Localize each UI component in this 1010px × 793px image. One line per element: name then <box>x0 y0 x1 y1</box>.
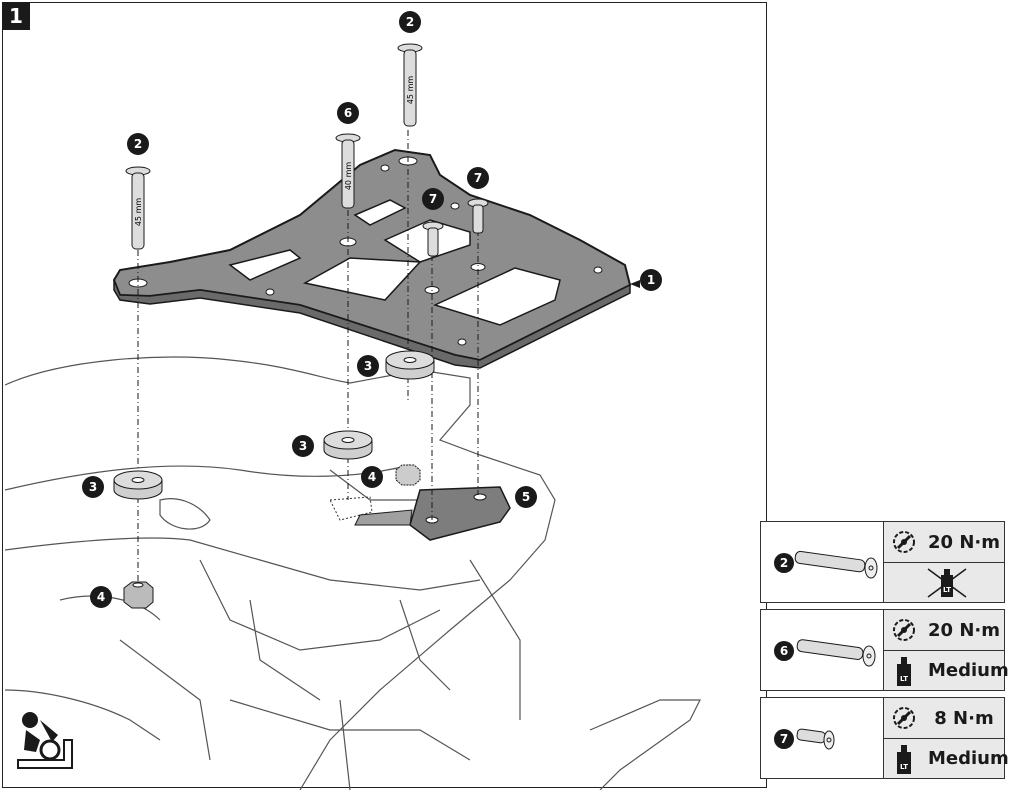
svg-text:4: 4 <box>368 470 376 484</box>
nut-4-mid <box>395 464 421 486</box>
svg-text:3: 3 <box>299 439 307 453</box>
svg-text:6: 6 <box>344 106 352 120</box>
callout-3-left: 3 <box>82 476 104 498</box>
callout-3-mid: 3 <box>292 435 314 457</box>
callout-2-top: 2 <box>399 11 421 33</box>
callout-badges: 2 6 2 7 7 1 3 3 3 4 4 5 <box>82 11 662 608</box>
spec-panel-part-2: 2 20 N·m LT <box>760 521 1005 603</box>
callout-badge: 7 <box>774 729 794 749</box>
svg-text:7: 7 <box>780 732 788 746</box>
bolt-7-left <box>422 221 444 257</box>
svg-text:LT: LT <box>900 675 908 683</box>
callout-7-right: 7 <box>467 167 489 189</box>
svg-text:2: 2 <box>406 15 414 29</box>
spec-panel-part-6: 6 20 N·m LT Medium <box>760 609 1009 691</box>
bolt-7-right <box>467 198 489 234</box>
torque-wrench-icon <box>893 619 915 641</box>
bolt-length-label: 40 mm <box>344 162 353 191</box>
callout-4-mid: 4 <box>361 466 383 488</box>
bolt-length-label: 45 mm <box>406 76 415 105</box>
diagram-frame <box>2 2 767 788</box>
callout-2-left: 2 <box>127 133 149 155</box>
callout-badge: 2 <box>774 553 794 573</box>
threadlock-strength: Medium <box>928 660 1009 681</box>
torque-wrench-icon <box>893 531 915 553</box>
spacer-3-top <box>385 350 435 380</box>
callout-badge: 6 <box>774 641 794 661</box>
svg-text:LT: LT <box>943 586 951 594</box>
svg-text:LT: LT <box>900 763 908 771</box>
svg-text:4: 4 <box>97 590 105 604</box>
threadlock-bottle-icon: LT <box>897 744 911 774</box>
callout-3-top: 3 <box>357 355 379 377</box>
bolt-length-label: 45 mm <box>134 198 143 227</box>
callout-7-left: 7 <box>422 188 444 210</box>
svg-text:3: 3 <box>364 359 372 373</box>
bolt-icon <box>796 728 835 750</box>
no-threadlock-icon: LT <box>927 567 967 598</box>
bolt-2-left: 45 mm <box>125 166 151 250</box>
motorcycle-outline <box>4 356 701 790</box>
callout-1: 1 <box>630 269 662 291</box>
step-number: 1 <box>2 2 30 30</box>
torque-value: 20 N·m <box>928 531 1000 553</box>
threadlock-strength: Medium <box>928 748 1009 769</box>
svg-text:7: 7 <box>429 192 437 206</box>
threadlock-bottle-icon: LT <box>897 656 911 686</box>
spacer-3-mid <box>323 430 373 460</box>
nut-4-bottom <box>123 581 154 609</box>
mechanic-icon <box>17 712 73 769</box>
callout-5: 5 <box>515 486 537 508</box>
svg-text:2: 2 <box>134 137 142 151</box>
svg-text:6: 6 <box>780 644 788 658</box>
torque-wrench-icon <box>893 707 915 729</box>
svg-text:1: 1 <box>647 273 655 287</box>
spacer-3-left <box>113 470 163 500</box>
spec-panel-part-7: 7 8 N·m LT Medium <box>760 697 1009 779</box>
svg-text:5: 5 <box>522 490 530 504</box>
torque-value: 20 N·m <box>928 619 1000 641</box>
top-plate-1 <box>112 148 632 369</box>
svg-text:3: 3 <box>89 480 97 494</box>
bolt-6: 40 mm <box>335 133 361 209</box>
torque-value: 8 N·m <box>934 707 994 729</box>
svg-text:2: 2 <box>780 556 788 570</box>
bolt-2-top: 45 mm <box>397 43 423 127</box>
bolt-icon <box>796 639 876 667</box>
bolt-icon <box>794 550 878 579</box>
callout-6: 6 <box>337 102 359 124</box>
callout-4-bottom: 4 <box>90 586 112 608</box>
svg-text:7: 7 <box>474 171 482 185</box>
bracket-plate-5 <box>354 486 511 541</box>
assembly-illustration: 45 mm 40 mm 45 mm <box>4 11 701 790</box>
